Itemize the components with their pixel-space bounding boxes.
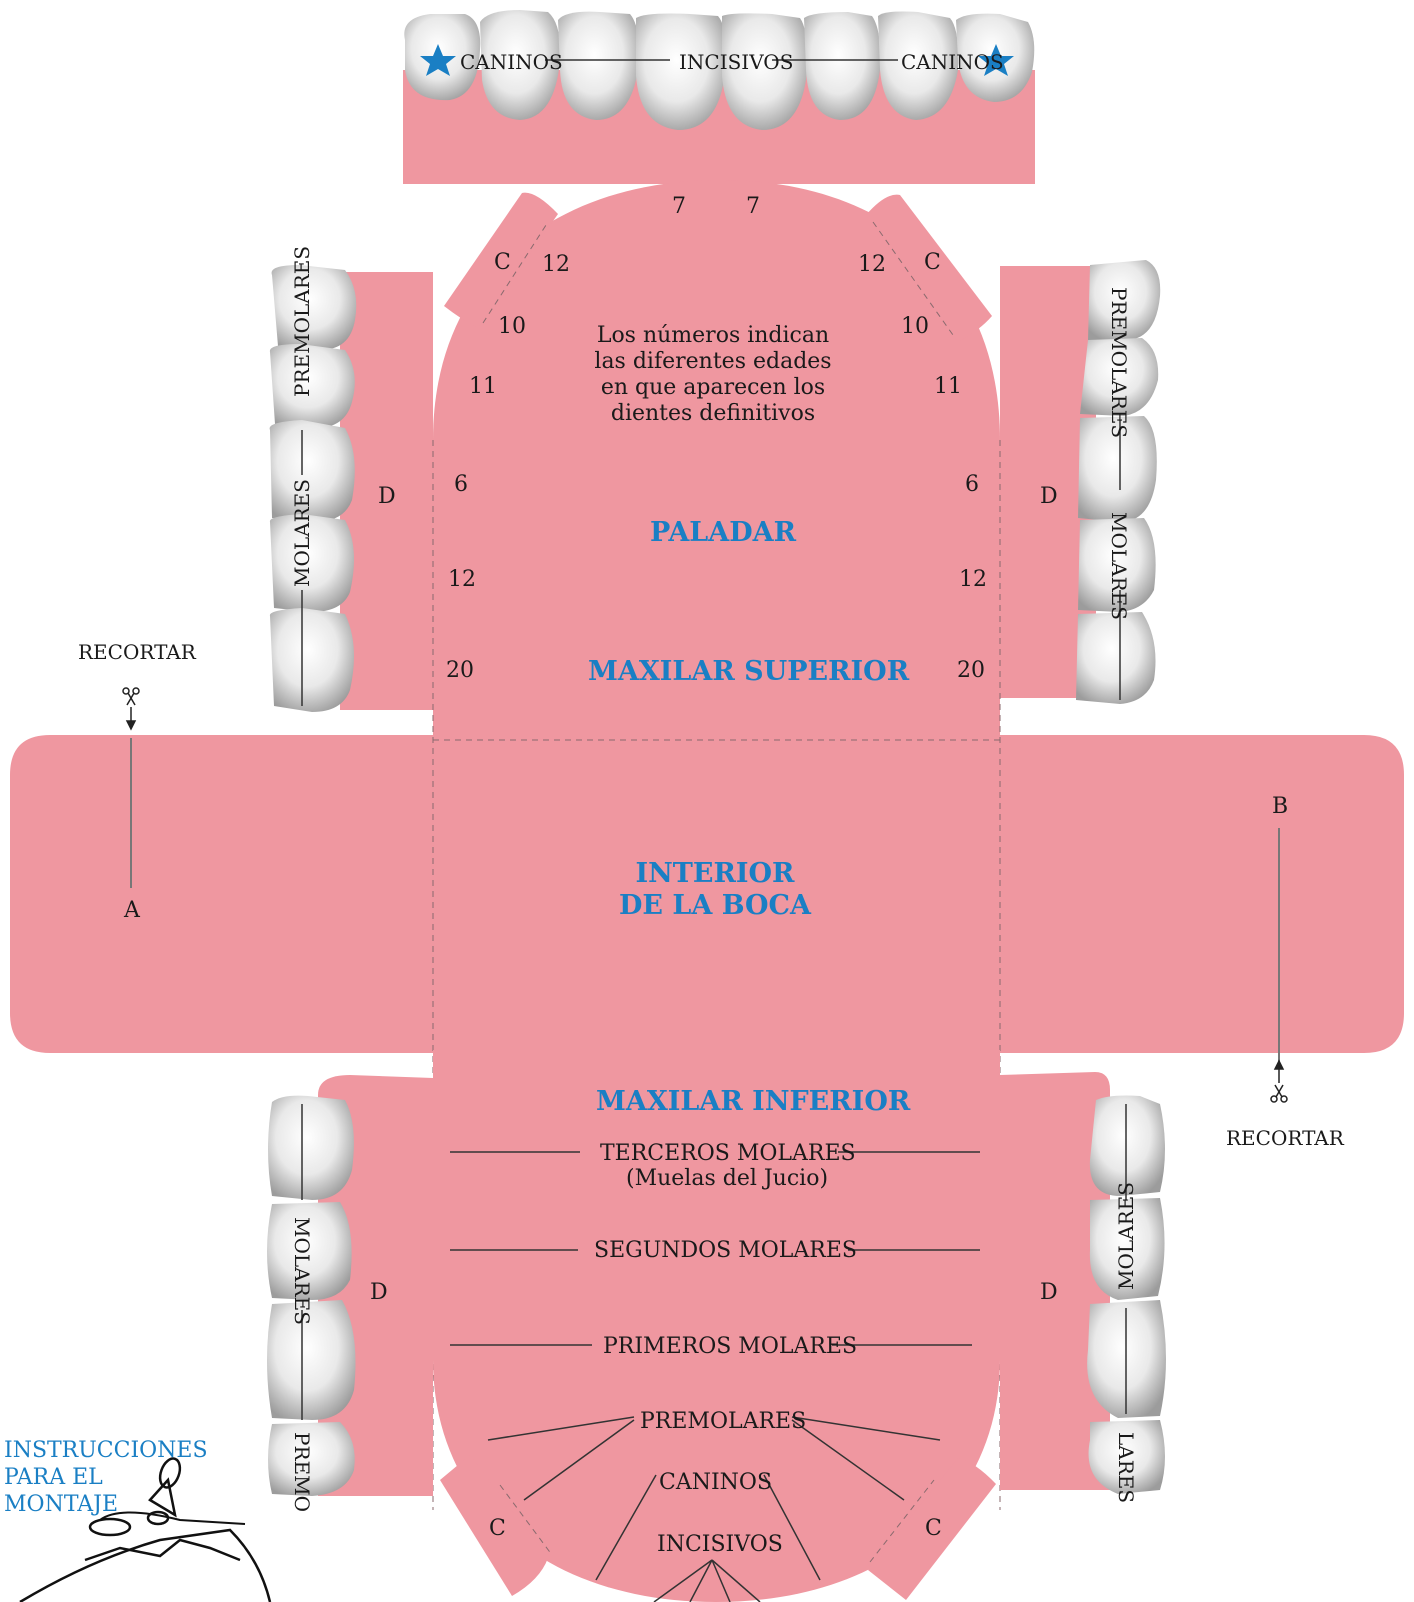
tooth-premolar [1089, 1198, 1165, 1300]
label-second-molars: SEGUNDOS MOLARES [594, 1238, 857, 1263]
mouth-title-line: INTERIOR [635, 858, 795, 889]
instructions-heading: INSTRUCCIONES PARA EL MONTAJE [4, 1437, 208, 1518]
age-number: 12 [858, 252, 886, 277]
tab-label-b: B [1272, 794, 1289, 819]
instructions-line: PARA EL [4, 1465, 103, 1490]
tooth-molar [267, 1202, 352, 1300]
tooth-premolar [268, 1422, 355, 1496]
tooth-lateral-left [480, 10, 561, 120]
tooth-lateral-right [878, 11, 959, 120]
tab-label-d: D [370, 1280, 388, 1305]
cut-label-left: RECORTAR [78, 640, 196, 664]
age-number: 20 [957, 658, 985, 683]
tooth-molar [1078, 416, 1157, 522]
tooth-molar [269, 608, 354, 712]
tab-label-d: D [1040, 1280, 1058, 1305]
tab-label-a: A [124, 898, 140, 923]
tab-label-c: C [489, 1516, 506, 1541]
age-number: 10 [901, 314, 929, 339]
age-number: 7 [672, 194, 686, 219]
palate-note-line: dientes definitivos [610, 401, 816, 426]
label-caninos-right: CANINOS [901, 50, 1004, 74]
palate-note: Los números indican las diferentes edade… [588, 323, 838, 427]
age-number: 12 [448, 567, 476, 592]
age-number: 7 [746, 194, 760, 219]
instructions-line: MONTAJE [4, 1492, 119, 1517]
palate-title: PALADAR [650, 517, 797, 548]
lower-jaw-panel [433, 1050, 1000, 1602]
label-third-molars-note: (Muelas del Jucio) [626, 1166, 829, 1191]
lower-right-side-panel [1000, 1072, 1166, 1494]
tooth-molar [1078, 518, 1156, 612]
tooth-molar [1089, 1095, 1165, 1196]
age-number: 6 [454, 472, 468, 497]
tooth-premolar [271, 265, 357, 350]
tab-label-c: C [924, 250, 941, 275]
star-icon [420, 44, 456, 76]
label-premolares-upper-right: PREMOLARES [1107, 287, 1131, 439]
tab-c-upper-right [866, 194, 992, 342]
label-caninos-left: CANINOS [460, 50, 563, 74]
label-premo-lower-left: PREMO [290, 1432, 314, 1512]
tooth-molar [269, 514, 354, 612]
label-incisivos-top: INCISIVOS [679, 50, 794, 74]
tooth-central-left [636, 13, 726, 130]
mouth-interior-title: INTERIOR DE LA BOCA [600, 858, 830, 922]
tooth-premolar [1088, 1420, 1165, 1494]
instructions-scissors-drawing [19, 1457, 272, 1602]
palate-note-line: las diferentes edades [594, 349, 832, 374]
tooth-extra-right [804, 12, 881, 120]
palate-note-line: Los números indican [596, 323, 830, 348]
label-premolars-lower: PREMOLARES [640, 1409, 807, 1434]
label-molares-lower-right: MOLARES [1114, 1182, 1138, 1290]
label-canines-lower: CANINOS [659, 1470, 773, 1495]
tab-label-d: D [1040, 484, 1058, 509]
label-premolares-upper-left: PREMOLARES [290, 245, 314, 397]
tab-label-d: D [378, 484, 396, 509]
cut-label-right: RECORTAR [1226, 1126, 1344, 1150]
age-number: 12 [959, 567, 987, 592]
palate-panel [433, 180, 1000, 740]
tooth-premolar [269, 344, 355, 428]
tab-c-lower-left [440, 1455, 548, 1596]
age-number: 10 [498, 314, 526, 339]
tooth-premolar [1088, 260, 1161, 340]
label-molares-upper-left: MOLARES [290, 479, 314, 587]
age-number: 12 [542, 252, 570, 277]
upper-jaw-title: MAXILAR SUPERIOR [588, 656, 910, 687]
star-icon [978, 44, 1014, 76]
label-third-molars: TERCEROS MOLARES [600, 1141, 856, 1166]
tooth-central-right [722, 13, 808, 130]
tab-c-lower-right [868, 1458, 996, 1600]
label-molares-upper-right: MOLARES [1107, 512, 1131, 620]
palate-note-line: en que aparecen los [600, 375, 826, 400]
age-number: 11 [934, 374, 962, 399]
tooth-molar [1076, 612, 1156, 704]
tooth-premolar [1080, 338, 1159, 416]
tab-label-c: C [494, 250, 511, 275]
upper-left-side-panel [269, 265, 433, 712]
tooth-molar [268, 1095, 354, 1200]
scissors-icon [1270, 1059, 1288, 1103]
age-number: 20 [446, 658, 474, 683]
instructions-line: INSTRUCCIONES [4, 1438, 208, 1463]
top-teeth-band [403, 10, 1035, 184]
tooth-molar [267, 1300, 356, 1420]
tooth-molar [269, 420, 355, 522]
tab-c-upper-left [444, 192, 558, 328]
age-number: 11 [469, 374, 497, 399]
scissors-icon [122, 687, 140, 731]
age-number: 6 [965, 472, 979, 497]
mouth-title-line: DE LA BOCA [618, 890, 811, 921]
label-molares-lower-left: MOLARES [290, 1217, 314, 1325]
tooth-extra-left [558, 11, 639, 121]
label-lares-lower-right: LARES [1114, 1432, 1138, 1504]
lower-left-side-panel [267, 1075, 433, 1496]
label-first-molars: PRIMEROS MOLARES [603, 1334, 858, 1359]
lower-jaw-title: MAXILAR INFERIOR [596, 1086, 911, 1117]
upper-right-side-panel [1000, 260, 1161, 704]
tab-label-c: C [925, 1516, 942, 1541]
label-incisors-lower: INCISIVOS [657, 1532, 783, 1557]
